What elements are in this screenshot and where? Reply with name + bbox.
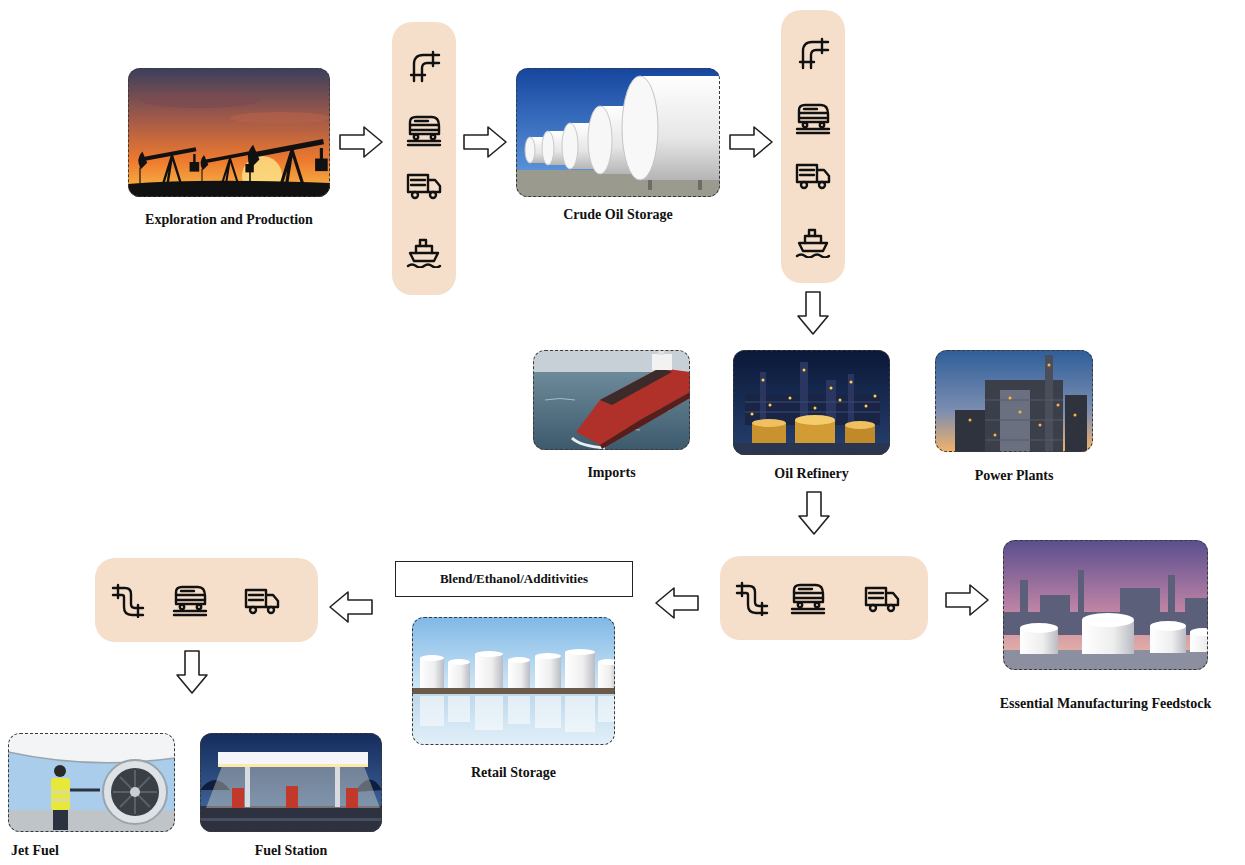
blend-label-box: Blend/Ethanol/Additivities: [395, 561, 633, 597]
feedstock-node: Essential Manufacturing Feedstock: [1003, 540, 1208, 670]
tanker-ship-photo: [533, 350, 690, 450]
node-caption: Imports: [587, 465, 635, 481]
box-label: Blend/Ethanol/Additivities: [440, 571, 588, 587]
refinery-night-photo: [733, 350, 890, 455]
node-caption: Power Plants: [975, 468, 1054, 484]
jet-fuel-node: Jet Fuel: [8, 733, 175, 832]
node-caption: Fuel Station: [255, 843, 328, 859]
transport-panel: [95, 10, 928, 642]
node-caption: Essential Manufacturing Feedstock: [1000, 696, 1212, 712]
refinery-node: Oil Refinery: [733, 350, 890, 455]
node-caption: Jet Fuel: [11, 843, 59, 859]
retail-storage-node: Retail Storage: [412, 617, 615, 745]
fuel-station-node: Fuel Station: [200, 733, 382, 832]
transport-icons: [113, 39, 898, 617]
node-caption: Oil Refinery: [774, 466, 848, 482]
aircraft-refuelling-photo: [8, 733, 175, 832]
production-photo-node: Exploration and Production: [128, 68, 330, 197]
imports-node: Imports: [533, 350, 690, 450]
node-caption: Exploration and Production: [145, 212, 313, 228]
retail-tanks-photo: [412, 617, 615, 745]
power-plant-photo: [935, 350, 1093, 452]
petrochemical-plant-photo: [1003, 540, 1208, 670]
node-caption: Retail Storage: [471, 765, 556, 781]
crude-storage-node: Crude Oil Storage: [516, 68, 720, 197]
fuel-station-photo: [200, 733, 382, 832]
node-caption: Crude Oil Storage: [563, 207, 673, 223]
storage-tanks-photo: [516, 68, 720, 197]
flow-arrows: [177, 127, 988, 693]
oil-field-photo: [128, 68, 330, 197]
power-plants-node: Power Plants: [935, 350, 1093, 452]
